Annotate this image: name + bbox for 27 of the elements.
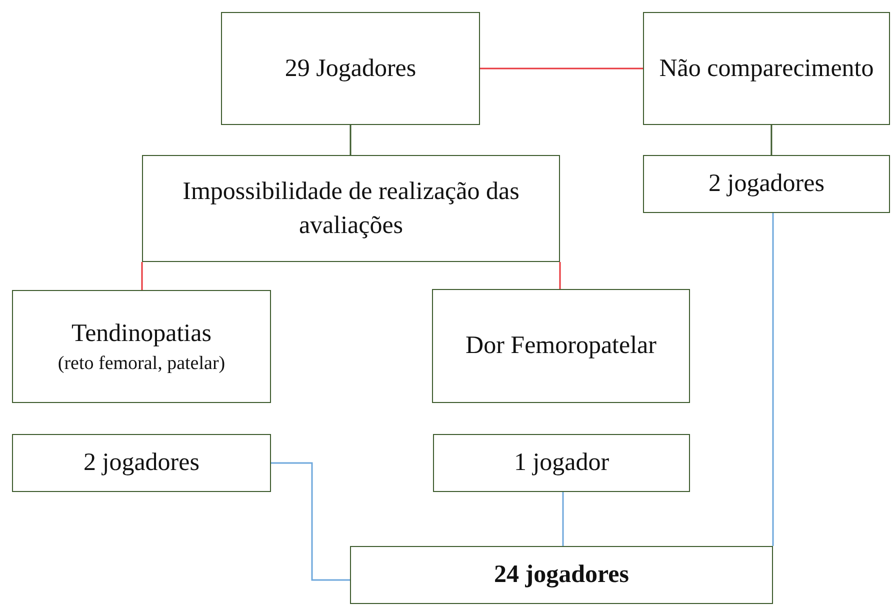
box-label: 2 jogadores — [84, 448, 200, 478]
box-label: Tendinopatias — [72, 318, 212, 349]
box-label: 2 jogadores — [708, 169, 824, 200]
box-note: (reto femoral, patelar) — [58, 352, 226, 376]
process-box — [12, 434, 271, 492]
connector-line — [350, 125, 352, 155]
connector-line — [559, 262, 561, 289]
box-label: Impossibilidade de realização das avaliações — [182, 176, 520, 240]
box-label: 1 jogador — [514, 448, 610, 478]
box-label: Dor Femoropatelar — [466, 331, 656, 362]
process-box — [142, 155, 560, 262]
process-box — [433, 434, 690, 492]
box-label: 24 jogadores — [494, 560, 629, 590]
process-box — [12, 290, 271, 403]
box-label: 29 Jogadores — [284, 54, 416, 84]
connector-line — [772, 213, 774, 546]
process-box — [643, 155, 890, 213]
process-box — [350, 546, 773, 604]
connector-line — [141, 262, 143, 290]
box-label: Não comparecimento — [659, 54, 874, 84]
process-box — [643, 12, 890, 125]
connector-line — [480, 68, 643, 70]
connector-line — [562, 492, 564, 546]
process-box — [432, 289, 690, 403]
process-box — [221, 12, 480, 125]
connector-line — [271, 462, 350, 581]
connector-line — [770, 125, 772, 155]
